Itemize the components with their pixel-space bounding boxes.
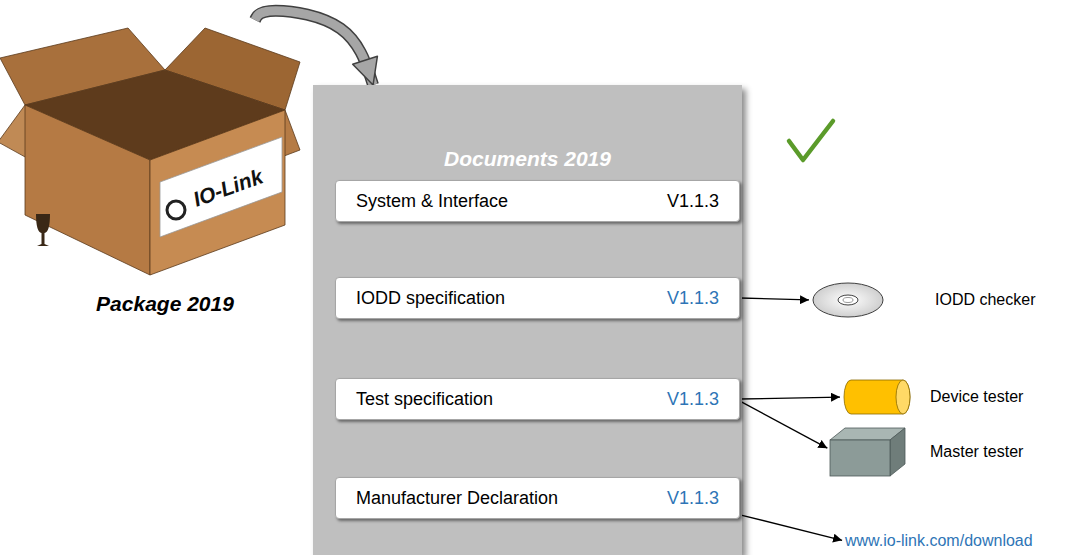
connector-line (740, 397, 840, 399)
cd-hole (843, 298, 853, 303)
box-drawing (0, 28, 300, 275)
package-illustration-shape (0, 20, 300, 280)
document-box: Test specification V1.1.3 (335, 378, 740, 420)
arrow-connector (740, 298, 809, 300)
document-name: Test specification (356, 389, 493, 410)
cd-icon: IODD checker (812, 282, 884, 318)
package-caption: Package 2019 (30, 292, 300, 316)
arrow-connector (740, 515, 842, 540)
document-box: IODD specification V1.1.3 (335, 277, 740, 319)
document-box: System & Interface V1.1.3 (335, 180, 740, 222)
check-mark (789, 121, 833, 160)
version-number: V1.1.3 (667, 389, 719, 410)
cube-side (890, 428, 905, 476)
download-url: www.io-link.com/download (845, 532, 1033, 550)
arrow-connector (740, 397, 840, 399)
fragile-glass-symbol (36, 214, 50, 246)
documents-panel: System & InterfaceV1.1.3IODD specificati… (313, 85, 742, 555)
cd-disc (813, 283, 883, 317)
tool-label: Device tester (930, 388, 1023, 406)
cube-icon: Master tester (830, 428, 905, 476)
logo-ring (167, 201, 185, 219)
tool-label: IODD checker (935, 291, 1035, 309)
cylinder-icon: Device tester (843, 379, 911, 415)
cube-front (830, 440, 890, 476)
connector-line (740, 401, 827, 448)
logo-label (160, 137, 282, 237)
package-illustration: Package 2019IO-Link (0, 20, 300, 280)
version-number: V1.1.3 (667, 288, 719, 309)
right-face (150, 110, 285, 275)
version-number: V1.1.3 (667, 191, 719, 212)
cd-icon-shape (812, 282, 884, 318)
cylinder-end (896, 380, 910, 414)
document-name: System & Interface (356, 191, 508, 212)
cd-hub (838, 295, 858, 305)
download-link: www.io-link.com/download (845, 532, 1033, 550)
cylinder-icon-shape (843, 379, 911, 415)
connector-line (740, 515, 842, 540)
document-box: Manufacturer Declaration V1.1.3 (335, 477, 740, 519)
document-name: IODD specification (356, 288, 505, 309)
cylinder-body (844, 380, 910, 414)
cube-icon-shape (830, 428, 905, 476)
front-face (25, 105, 150, 275)
panel-heading: Documents 2019 (313, 147, 742, 171)
document-name: Manufacturer Declaration (356, 488, 558, 509)
version-number: V1.1.3 (667, 488, 719, 509)
connector-line (740, 298, 809, 300)
tool-label: Master tester (930, 443, 1023, 461)
arrow-connector (740, 401, 827, 448)
